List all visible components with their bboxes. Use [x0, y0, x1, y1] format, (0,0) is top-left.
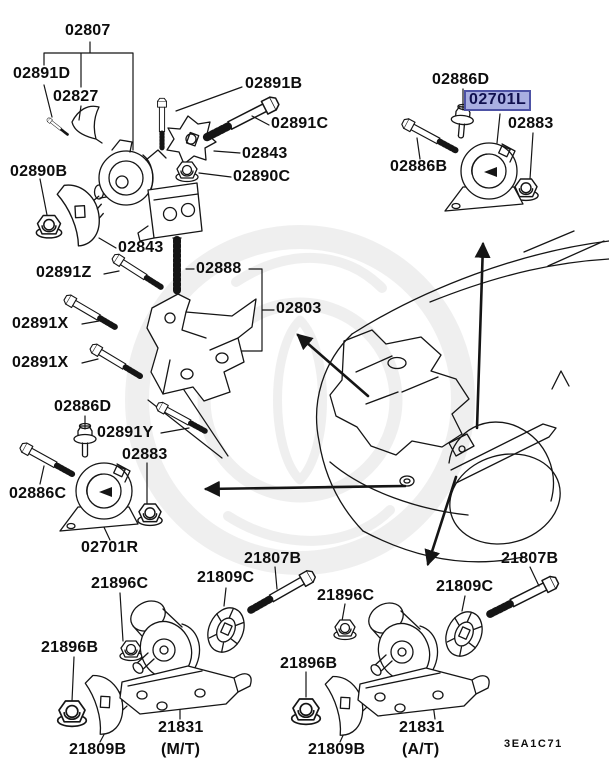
part-label-02803: 02803 — [276, 300, 322, 317]
nut-icon-21896c-at — [333, 619, 357, 641]
part-label-21831-mt: 21831 — [158, 719, 204, 736]
part-label-21831-at: 21831 — [399, 719, 445, 736]
nut-icon-21896b-at — [290, 698, 322, 726]
part-label-21896c-at: 21896C — [317, 587, 375, 604]
part-label-21809c-mt: 21809C — [197, 569, 255, 586]
damper-21809c-at — [438, 605, 490, 663]
part-label-02890c: 02890C — [233, 168, 291, 185]
diagram-code: 3EA1C71 — [504, 738, 563, 750]
part-label-21809b-at: 21809B — [308, 741, 366, 758]
part-label-02883-left: 02883 — [122, 446, 168, 463]
bolt-icon-02891x-upper — [63, 293, 118, 331]
bolt-icon-21807b-at — [487, 574, 560, 620]
part-label-02883-right: 02883 — [508, 115, 554, 132]
part-label-02701r: 02701R — [81, 539, 139, 556]
damper-21809c-mt — [200, 601, 252, 659]
variant-label-at: (A/T) — [402, 741, 440, 758]
bolt-icon-02886b — [401, 117, 459, 155]
part-label-02843-lower: 02843 — [118, 239, 164, 256]
bolt-icons — [19, 95, 560, 620]
part-label-02891d: 02891D — [13, 65, 71, 82]
bolt-icon-21807b-mt — [248, 569, 317, 616]
mount-02807-sketch — [93, 139, 203, 242]
callout-arrows — [203, 241, 491, 567]
bracket-02843-sketch — [166, 115, 217, 165]
mount-21831-at-sketch — [357, 596, 490, 717]
part-label-02807: 02807 — [65, 22, 111, 39]
nut-icon-21896b-mt — [56, 700, 88, 728]
part-label-21896b-at: 21896B — [280, 655, 338, 672]
part-label-02891x-lower: 02891X — [12, 354, 69, 371]
part-label-02886d-left: 02886D — [54, 398, 112, 415]
nut-icon-21896c-mt — [119, 640, 143, 662]
part-label-02891b: 02891B — [245, 75, 303, 92]
watermark — [125, 225, 475, 575]
part-label-02827: 02827 — [53, 88, 99, 105]
arrow-to-at-mount — [424, 475, 458, 567]
part-label-02891y: 02891Y — [97, 424, 154, 441]
nut-icon-02890c — [175, 161, 199, 183]
nut-icon-02890b — [35, 214, 63, 239]
bolt-icon-02886c — [19, 441, 75, 478]
part-label-21809b-mt: 21809B — [69, 741, 127, 758]
part-label-02886d-right: 02886D — [432, 71, 490, 88]
part-label-02843-upper: 02843 — [242, 145, 288, 162]
part-label-21807b-mt: 21807B — [244, 550, 302, 567]
bolt-icon-02891d — [44, 115, 71, 138]
part-label-02886c: 02886C — [9, 485, 67, 502]
part-label-21896b-mt: 21896B — [41, 639, 99, 656]
wedge-02827-sketch — [71, 105, 103, 144]
part-label-02891z: 02891Z — [36, 264, 92, 281]
bracket-02803-sketch — [146, 293, 257, 402]
bolt-icon-02891c — [204, 95, 281, 144]
part-label-02886b: 02886B — [390, 158, 448, 175]
bolt-icon-02891z — [111, 252, 164, 291]
car-front-sketch — [316, 230, 609, 563]
part-label-02891x-upper: 02891X — [12, 315, 69, 332]
mount-02701l-sketch — [444, 142, 524, 212]
arrow-to-bracket-02803 — [296, 333, 370, 398]
nut-icon-02883-left — [137, 503, 163, 527]
arrow-to-selected-mount — [474, 241, 491, 430]
part-label-02890b: 02890B — [10, 163, 68, 180]
part-label-21807b-at: 21807B — [501, 550, 559, 567]
part-label-21896c-mt: 21896C — [91, 575, 149, 592]
washer-bolt-icon-02886d-left — [73, 422, 97, 458]
part-label-02888: 02888 — [196, 260, 242, 277]
bolt-icon-02891b — [158, 98, 167, 148]
part-label-02891c: 02891C — [271, 115, 329, 132]
selected-part-label-02701l[interactable]: 02701L — [464, 90, 532, 111]
arrow-to-mount-02701r — [203, 480, 407, 497]
part-label-21809c-at: 21809C — [436, 578, 494, 595]
variant-label-mt: (M/T) — [161, 741, 201, 758]
